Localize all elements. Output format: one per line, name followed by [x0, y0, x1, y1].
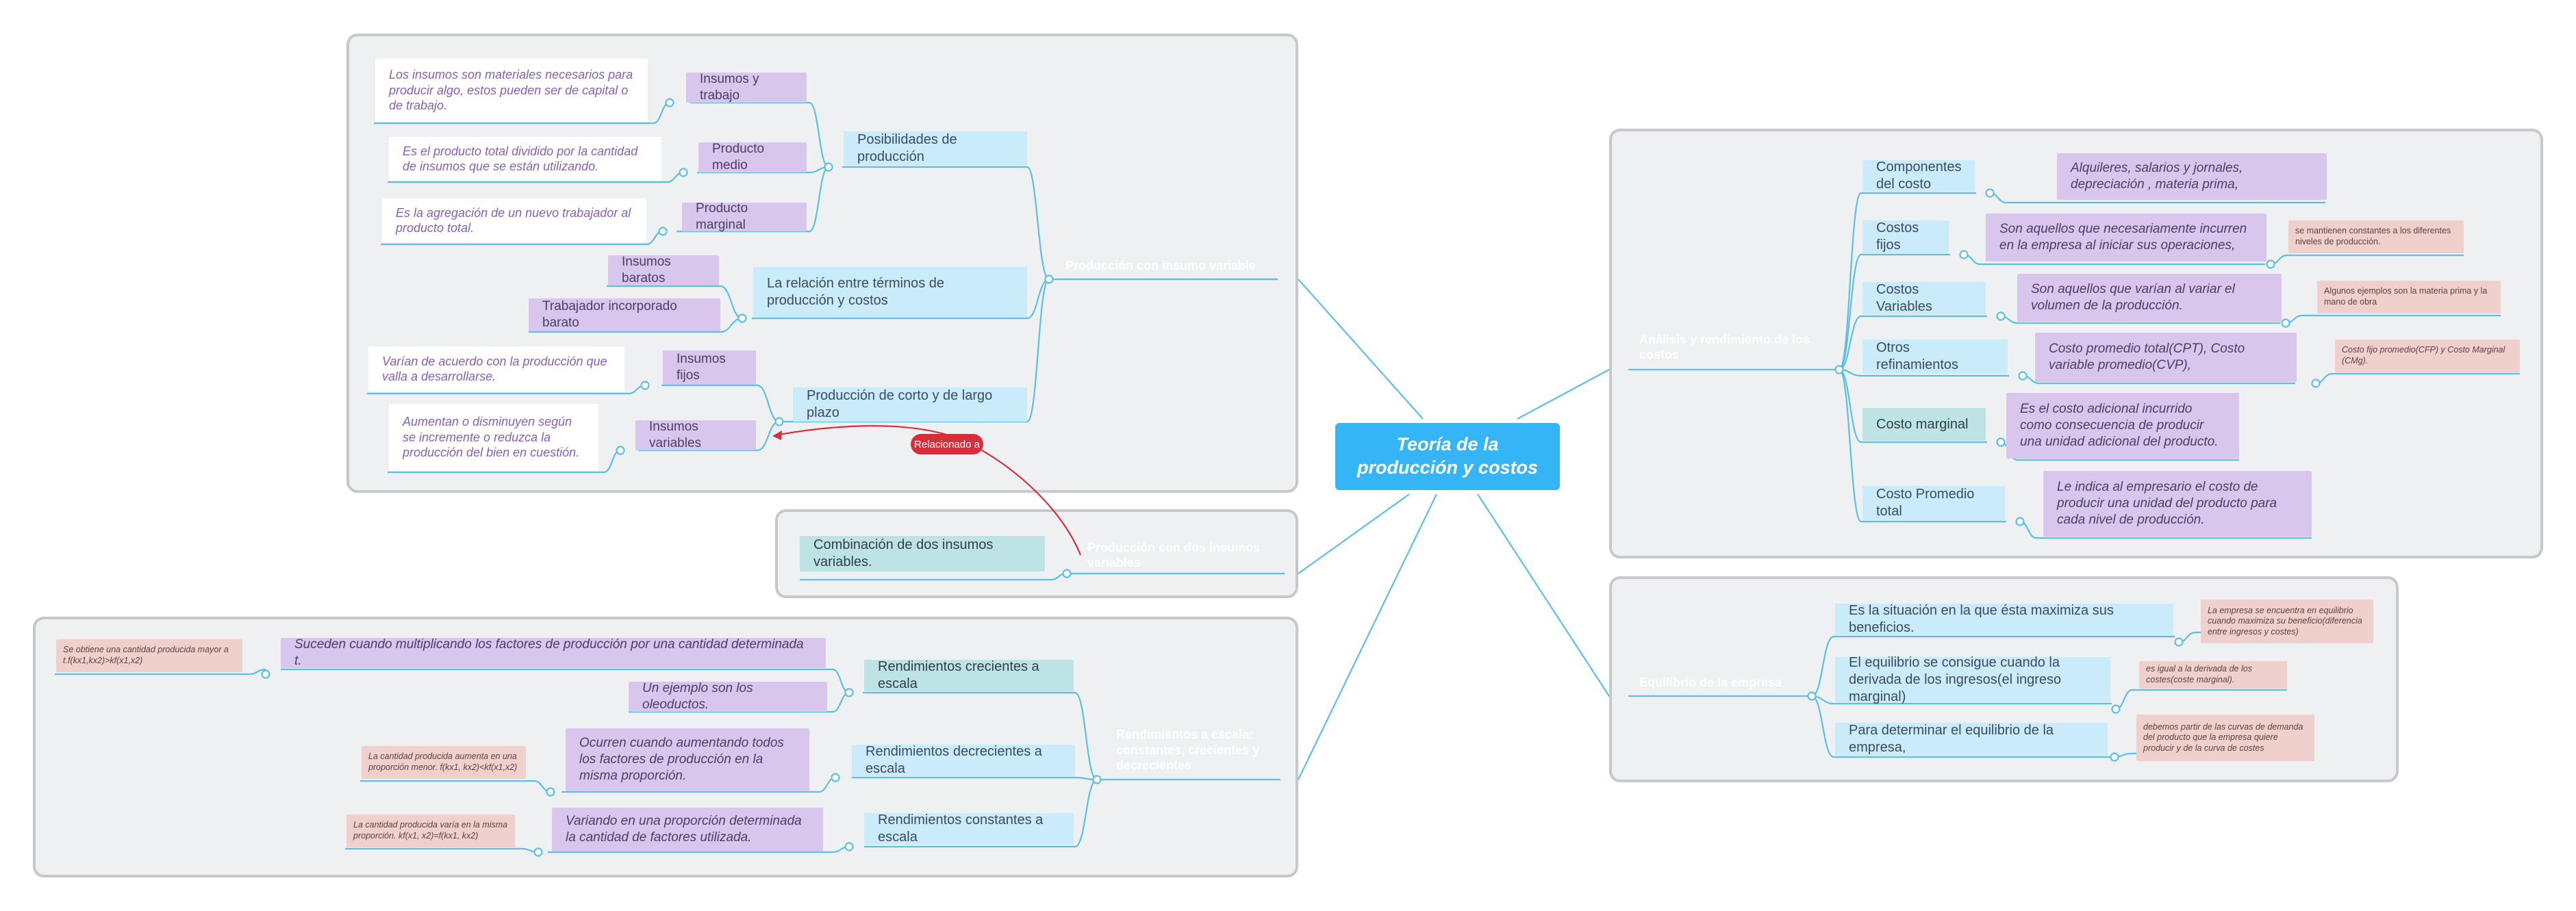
desc-rendimientos-crecientes[interactable]: Suceden cuando multiplicando los factore…: [281, 637, 826, 668]
topic-costos-variables[interactable]: Costos Variables: [1862, 282, 1986, 315]
topic-combinacion-dos-insumos[interactable]: Combinación de dos insumos variables.: [800, 536, 1045, 572]
note-insumos-variables: Aumentan o disminuyen según se increment…: [389, 404, 598, 471]
topic-insumos-variables[interactable]: Insumos variables: [635, 420, 756, 450]
desc-otros-refinamientos[interactable]: Costo promedio total(CPT), Costo variabl…: [2035, 333, 2297, 382]
desc-componentes-costo[interactable]: Alquileres, salarios y jornales, depreci…: [2057, 153, 2327, 200]
branch-rendimientos-escala[interactable]: Rendimientos a escala: constantes, creci…: [1116, 728, 1260, 773]
note-insumos-fijos: Varían de acuerdo con la producción que …: [368, 346, 624, 392]
topic-costo-promedio-total[interactable]: Costo Promedio total: [1862, 486, 2005, 520]
branch-produccion-insumo-variable[interactable]: Producción con insumo variable: [1065, 258, 1257, 272]
desc-ejemplo-oleoductos[interactable]: Un ejemplo son los oleoductos.: [629, 681, 827, 712]
topic-situacion-maximiza[interactable]: Es la situación en la que ésta maximiza …: [1835, 603, 2173, 635]
topic-rendimientos-constantes[interactable]: Rendimientos constantes a escala: [864, 812, 1074, 845]
topic-trabajador-barato[interactable]: Trabajador incorporado barato: [529, 298, 720, 331]
topic-componentes-costo[interactable]: Componentes del costo: [1862, 159, 1975, 192]
topic-insumos-y-trabajo[interactable]: Insumos y trabajo: [686, 72, 807, 103]
topic-rendimientos-crecientes[interactable]: Rendimientos crecientes a escala: [864, 659, 1074, 691]
note-situacion-maximiza: La empresa se encuentra en equilibrio cu…: [2201, 600, 2373, 643]
topic-rendimientos-decrecientes[interactable]: Rendimientos decrecientes a escala: [852, 744, 1075, 776]
note-rendimientos-crecientes: Se obtiene una cantidad producida mayor …: [56, 639, 242, 672]
central-topic[interactable]: Teoría de la producción y costos: [1335, 423, 1560, 490]
topic-equilibrio-derivada[interactable]: El equilibrio se consigue cuando la deri…: [1835, 655, 2110, 704]
branch-equilibrio-empresa[interactable]: Equilibrio de la empresa: [1639, 675, 1782, 689]
desc-rendimientos-decrecientes[interactable]: Ocurren cuando aumentando todos los fact…: [566, 728, 809, 791]
note-determinar-equilibrio: debemos partir de las curvas de demanda …: [2136, 715, 2314, 761]
relationship-arrowhead: [772, 431, 782, 440]
topic-relacion-produccion-costos[interactable]: La relación entre términos de producción…: [753, 267, 1027, 318]
desc-costo-marginal[interactable]: Es el costo adicional incurrido como con…: [2006, 393, 2239, 459]
topic-posibilidades-produccion[interactable]: Posibilidades de producción: [844, 131, 1027, 166]
topic-insumos-fijos[interactable]: Insumos fijos: [663, 350, 756, 385]
connector-central-dos: [1298, 493, 1410, 574]
branch-produccion-dos-insumos[interactable]: Producción con dos insumos variables: [1087, 540, 1261, 570]
topic-costos-fijos[interactable]: Costos fijos: [1862, 220, 1949, 253]
note-insumos-trabajo: Los insumos son materiales necesarios pa…: [375, 59, 648, 122]
desc-rendimientos-constantes[interactable]: Variando en una proporción determinada l…: [552, 808, 823, 851]
note-otros-refinamientos: Costo fijo promedio(CFP) y Costo Margina…: [2335, 339, 2520, 372]
connector-central-variable: [1298, 279, 1424, 420]
desc-costo-promedio-total[interactable]: Le indica al empresario el costo de prod…: [2043, 471, 2312, 537]
connector-central-rend: [1298, 493, 1437, 780]
note-rendimientos-decrecientes: La cantidad producida aumenta en una pro…: [362, 746, 526, 779]
topic-otros-refinamientos[interactable]: Otros refinamientos: [1862, 339, 2008, 374]
topic-produccion-corto-largo-plazo[interactable]: Producción de corto y de largo plazo: [793, 387, 1027, 422]
topic-producto-medio[interactable]: Producto medio: [698, 142, 807, 172]
relationship-label[interactable]: Relacionado a: [911, 434, 983, 454]
connector-central-equilibrio: [1477, 493, 1610, 697]
note-rendimientos-constantes: La cantidad producida varía en la misma …: [346, 814, 515, 847]
desc-costos-variables[interactable]: Son aquellos que varían al variar el vol…: [2017, 274, 2282, 322]
topic-insumos-baratos[interactable]: Insumos baratos: [608, 255, 719, 285]
note-producto-medio: Es el producto total dividido por la can…: [389, 137, 661, 181]
topic-costo-marginal[interactable]: Costo marginal: [1862, 408, 1986, 441]
topic-determinar-equilibrio[interactable]: Para determinar el equilibrio de la empr…: [1835, 723, 2108, 756]
connector-central-analisis: [1517, 369, 1610, 420]
branch-analisis-costos[interactable]: Análisis y rendimiento de los costos: [1639, 332, 1810, 362]
desc-costos-fijos[interactable]: Son aquellos que necesariamente incurren…: [1986, 214, 2266, 261]
note-costos-variables: Algunos ejemplos son la materia prima y …: [2317, 281, 2501, 313]
note-costos-fijos: se mantienen constantes a los diferentes…: [2288, 220, 2464, 253]
note-producto-marginal: Es la agregación de un nuevo trabajador …: [382, 198, 646, 242]
note-equilibrio-derivada: es igual a la derivada de los costes(cos…: [2139, 661, 2287, 689]
topic-producto-marginal[interactable]: Producto marginal: [682, 201, 807, 232]
